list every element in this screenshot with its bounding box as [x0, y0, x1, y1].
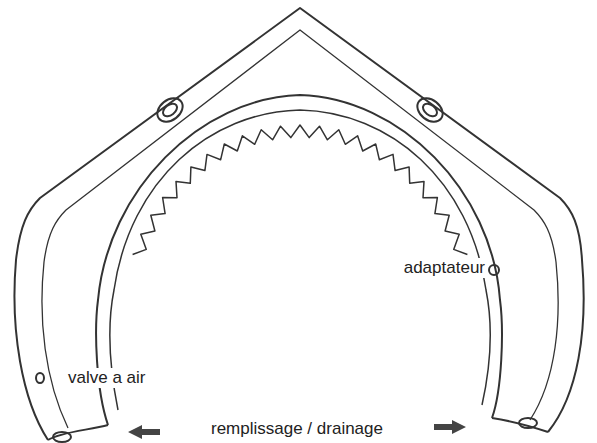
- part-label: adaptateur: [402, 258, 487, 278]
- part-label: remplissage / drainage: [209, 419, 385, 439]
- part-label: valve a air: [66, 368, 147, 388]
